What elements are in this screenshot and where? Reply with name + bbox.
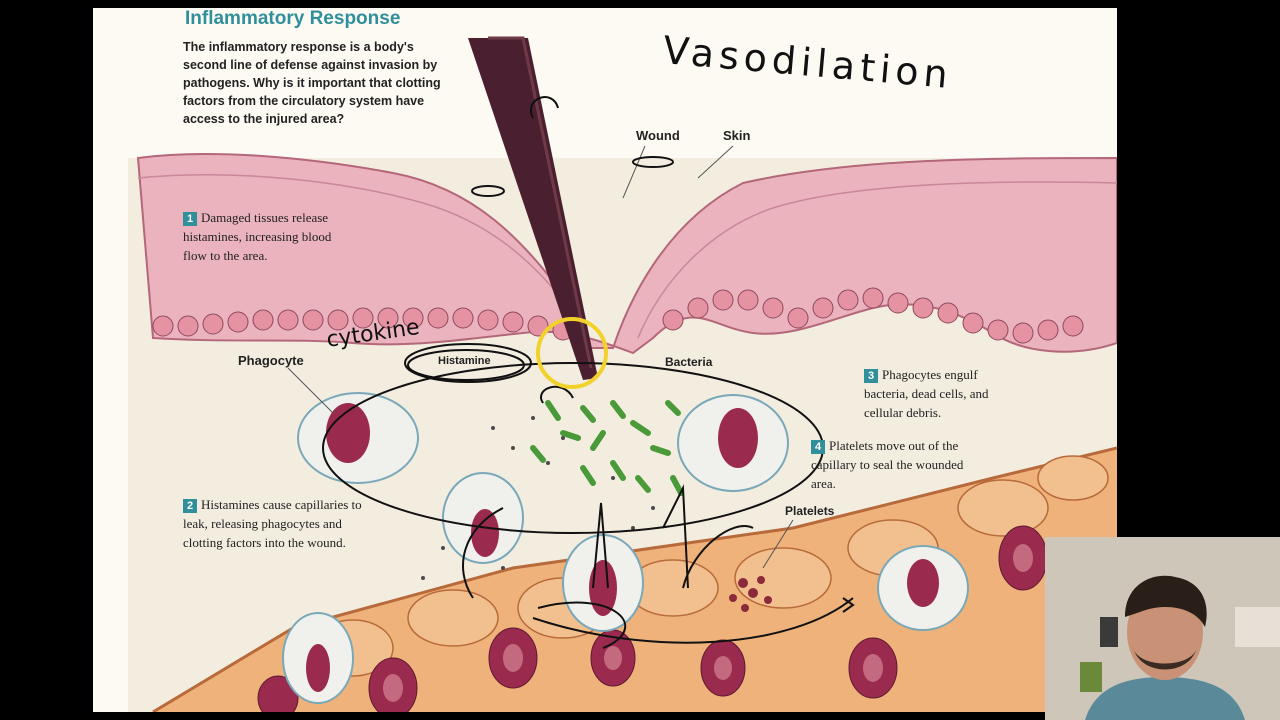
step-text: Phagocytes engulf bacteria, dead cells, … xyxy=(864,367,989,420)
label-phagocyte: Phagocyte xyxy=(238,353,304,368)
step-text: Damaged tissues release histamines, incr… xyxy=(183,210,332,263)
webcam-overlay xyxy=(1045,537,1280,720)
step-text: Platelets move out of the capillary to s… xyxy=(811,438,964,491)
step-number: 1 xyxy=(183,212,197,226)
step-number: 2 xyxy=(183,499,197,513)
phagocyte-cells xyxy=(282,392,969,704)
step-number: 4 xyxy=(811,440,825,454)
textbook-page: Inflammatory Response The inflammatory r… xyxy=(93,8,1117,712)
page-title: Inflammatory Response xyxy=(185,8,401,29)
label-histamine: Histamine xyxy=(438,355,491,367)
inflammation-illustration xyxy=(128,36,1117,712)
presenter-video xyxy=(1045,537,1280,720)
label-wound: Wound xyxy=(636,128,680,143)
label-platelets: Platelets xyxy=(785,504,835,518)
step-number: 3 xyxy=(864,369,878,383)
label-bacteria: Bacteria xyxy=(665,355,713,369)
label-skin: Skin xyxy=(723,128,751,143)
intro-paragraph: The inflammatory response is a body's se… xyxy=(183,40,441,126)
step-text: Histamines cause capillaries to leak, re… xyxy=(183,497,362,550)
